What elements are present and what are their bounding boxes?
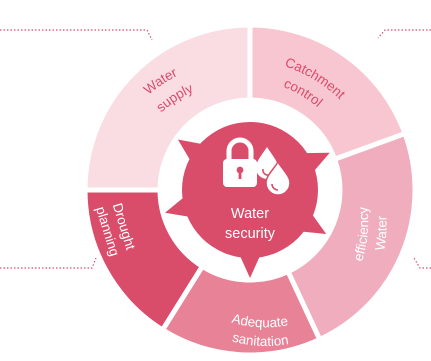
center-label-line2: security [225,226,276,242]
arrow-top-left [177,139,203,162]
padlock-icon [223,137,257,187]
center-circle [182,122,318,258]
connector-lines [0,29,431,269]
segment-label-sanitation-line1: Adequate [230,311,289,331]
connector-line-bottom-left [0,257,97,269]
water-drops-icon [256,147,291,196]
arrow-right [301,213,327,234]
center-label-line1: Water [231,206,269,222]
segment-label-efficiency-line1: Water [372,215,389,252]
segment-label-sanitation-line2: sanitation [231,330,290,349]
connector-line-top-right [377,29,431,39]
segment-ring [82,22,418,358]
connector-line-bottom-right [413,257,431,269]
arrow-bottom [239,255,261,278]
connector-line-top-left [0,29,153,41]
arrow-top-right [304,152,330,172]
